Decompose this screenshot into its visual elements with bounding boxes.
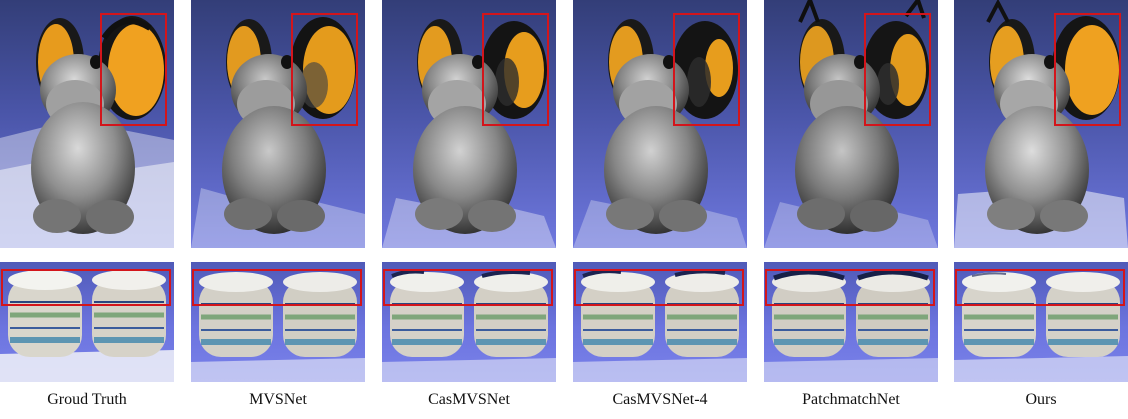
cups-reconstruction-panel bbox=[573, 262, 747, 382]
rabbit-reconstruction-panel bbox=[382, 0, 556, 248]
column-casmvsnet: CasMVSNet bbox=[382, 0, 556, 419]
rabbit-headphones-render bbox=[191, 17, 365, 248]
method-caption: CasMVSNet-4 bbox=[612, 391, 708, 408]
cups-reconstruction-panel bbox=[954, 262, 1128, 382]
rabbit-reconstruction-panel bbox=[764, 0, 938, 248]
cups-reconstruction-panel bbox=[0, 262, 174, 382]
rabbit-headphones-render bbox=[382, 19, 556, 248]
cups-render bbox=[0, 270, 174, 382]
method-caption: PatchmatchNet bbox=[802, 391, 900, 408]
rabbit-reconstruction-panel bbox=[191, 0, 365, 248]
rabbit-headphones-render bbox=[954, 0, 1128, 248]
method-caption: Ours bbox=[1025, 391, 1057, 408]
method-caption: CasMVSNet bbox=[428, 391, 510, 408]
method-caption: MVSNet bbox=[249, 391, 307, 408]
rabbit-headphones-render bbox=[0, 16, 174, 248]
cups-render bbox=[764, 269, 938, 382]
column-ground-truth: Groud Truth bbox=[0, 0, 174, 419]
rabbit-headphones-render bbox=[764, 0, 938, 248]
rabbit-headphones-render bbox=[573, 19, 747, 248]
column-mvsnet: MVSNet bbox=[191, 0, 365, 419]
column-casmvsnet-4: CasMVSNet-4 bbox=[573, 0, 747, 419]
cups-reconstruction-panel bbox=[191, 262, 365, 382]
column-patchmatchnet: PatchmatchNet bbox=[764, 0, 938, 419]
cups-render bbox=[382, 269, 556, 382]
rabbit-reconstruction-panel bbox=[954, 0, 1128, 248]
column-ours: Ours bbox=[954, 0, 1128, 419]
cups-render bbox=[191, 272, 365, 382]
cups-reconstruction-panel bbox=[764, 262, 938, 382]
cups-render bbox=[573, 269, 747, 382]
rabbit-reconstruction-panel bbox=[573, 0, 747, 248]
cups-render bbox=[954, 272, 1128, 382]
rabbit-reconstruction-panel bbox=[0, 0, 174, 248]
method-caption: Groud Truth bbox=[47, 391, 127, 408]
cups-reconstruction-panel bbox=[382, 262, 556, 382]
